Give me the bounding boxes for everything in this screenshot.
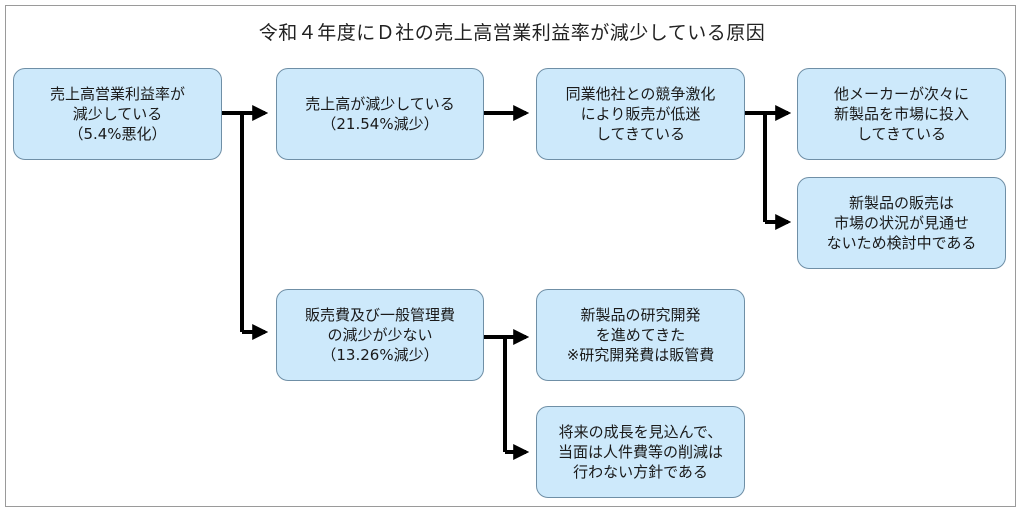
node-competition-line-1: 同業他社との競争激化 [565,85,716,103]
node-competition: 同業他社との競争激化 により販売が低迷 してきている [536,68,745,160]
node-rnd-line-2: を進めてきた [595,326,686,344]
node-future-growth-line-3: 行わない方針である [573,463,708,481]
node-competition-line-3: してきている [595,125,686,143]
node-new-products-line-2: 新製品を市場に投入 [833,105,969,123]
node-rnd-line-3: ※研究開発費は販管費 [566,346,715,364]
node-root-line-2: 減少している [72,105,163,123]
diagram-frame [5,5,1016,507]
node-new-products: 他メーカーが次々に 新製品を市場に投入 してきている [797,68,1006,160]
diagram-title: 令和４年度にＤ社の売上高営業利益率が減少している原因 [258,22,766,44]
node-root-line-3: （5.4%悪化） [68,125,167,143]
node-sga-line-1: 販売費及び一般管理費 [304,306,455,324]
node-sales-decrease-line-1: 売上高が減少している [305,95,455,113]
node-future-growth: 将来の成長を見込んで、 当面は人件費等の削減は 行わない方針である [536,406,745,498]
node-sga-line-2: の減少が少ない [327,326,433,344]
node-sga: 販売費及び一般管理費 の減少が少ない （13.26%減少） [276,289,484,381]
node-sales-decrease-line-2: （21.54%減少） [321,115,439,133]
node-new-product-sales-line-1: 新製品の販売は [848,194,954,212]
node-future-growth-line-1: 将来の成長を見込んで、 [558,423,723,441]
node-new-products-line-1: 他メーカーが次々に [833,85,969,103]
node-competition-line-2: により販売が低迷 [580,105,701,123]
node-rnd: 新製品の研究開発 を進めてきた ※研究開発費は販管費 [536,289,745,381]
node-new-product-sales-line-3: ないため検討中である [826,234,977,252]
node-sales-decrease: 売上高が減少している （21.54%減少） [276,68,484,160]
node-root: 売上高営業利益率が 減少している （5.4%悪化） [13,68,222,160]
node-sga-line-3: （13.26%減少） [321,346,439,364]
node-rnd-line-1: 新製品の研究開発 [580,306,701,324]
node-future-growth-line-2: 当面は人件費等の削減は [557,443,723,461]
node-new-product-sales: 新製品の販売は 市場の状況が見通せ ないため検討中である [797,177,1006,269]
node-root-line-1: 売上高営業利益率が [49,85,185,103]
node-new-products-line-3: してきている [856,125,947,143]
node-new-product-sales-line-2: 市場の状況が見通せ [833,214,969,232]
